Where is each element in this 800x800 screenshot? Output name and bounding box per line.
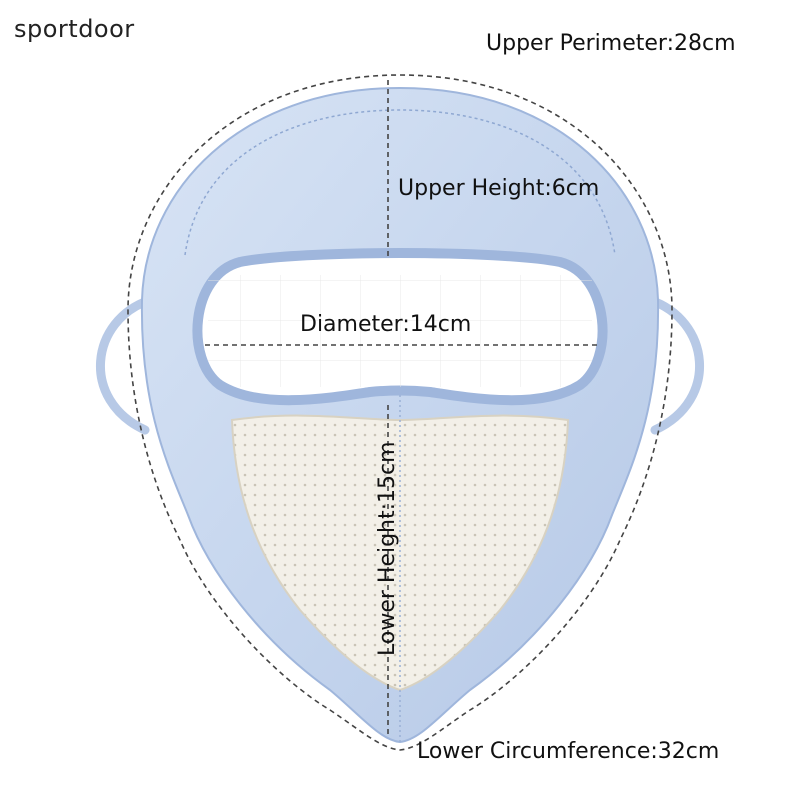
lower-circumference-label: Lower Circumference:32cm <box>417 739 720 764</box>
diameter-label: Diameter:14cm <box>300 312 472 337</box>
upper-perimeter-label: Upper Perimeter:28cm <box>486 31 736 56</box>
right-ear-loop <box>645 295 705 435</box>
left-ear-loop <box>95 295 155 435</box>
upper-seam <box>184 109 616 256</box>
lower-height-label: Lower Height:15cm <box>375 441 400 656</box>
measurement-guides <box>127 74 673 751</box>
brand-watermark: sportdoor <box>14 15 135 43</box>
upper-height-label: Upper Height:6cm <box>398 176 600 201</box>
background-grid <box>208 275 592 387</box>
